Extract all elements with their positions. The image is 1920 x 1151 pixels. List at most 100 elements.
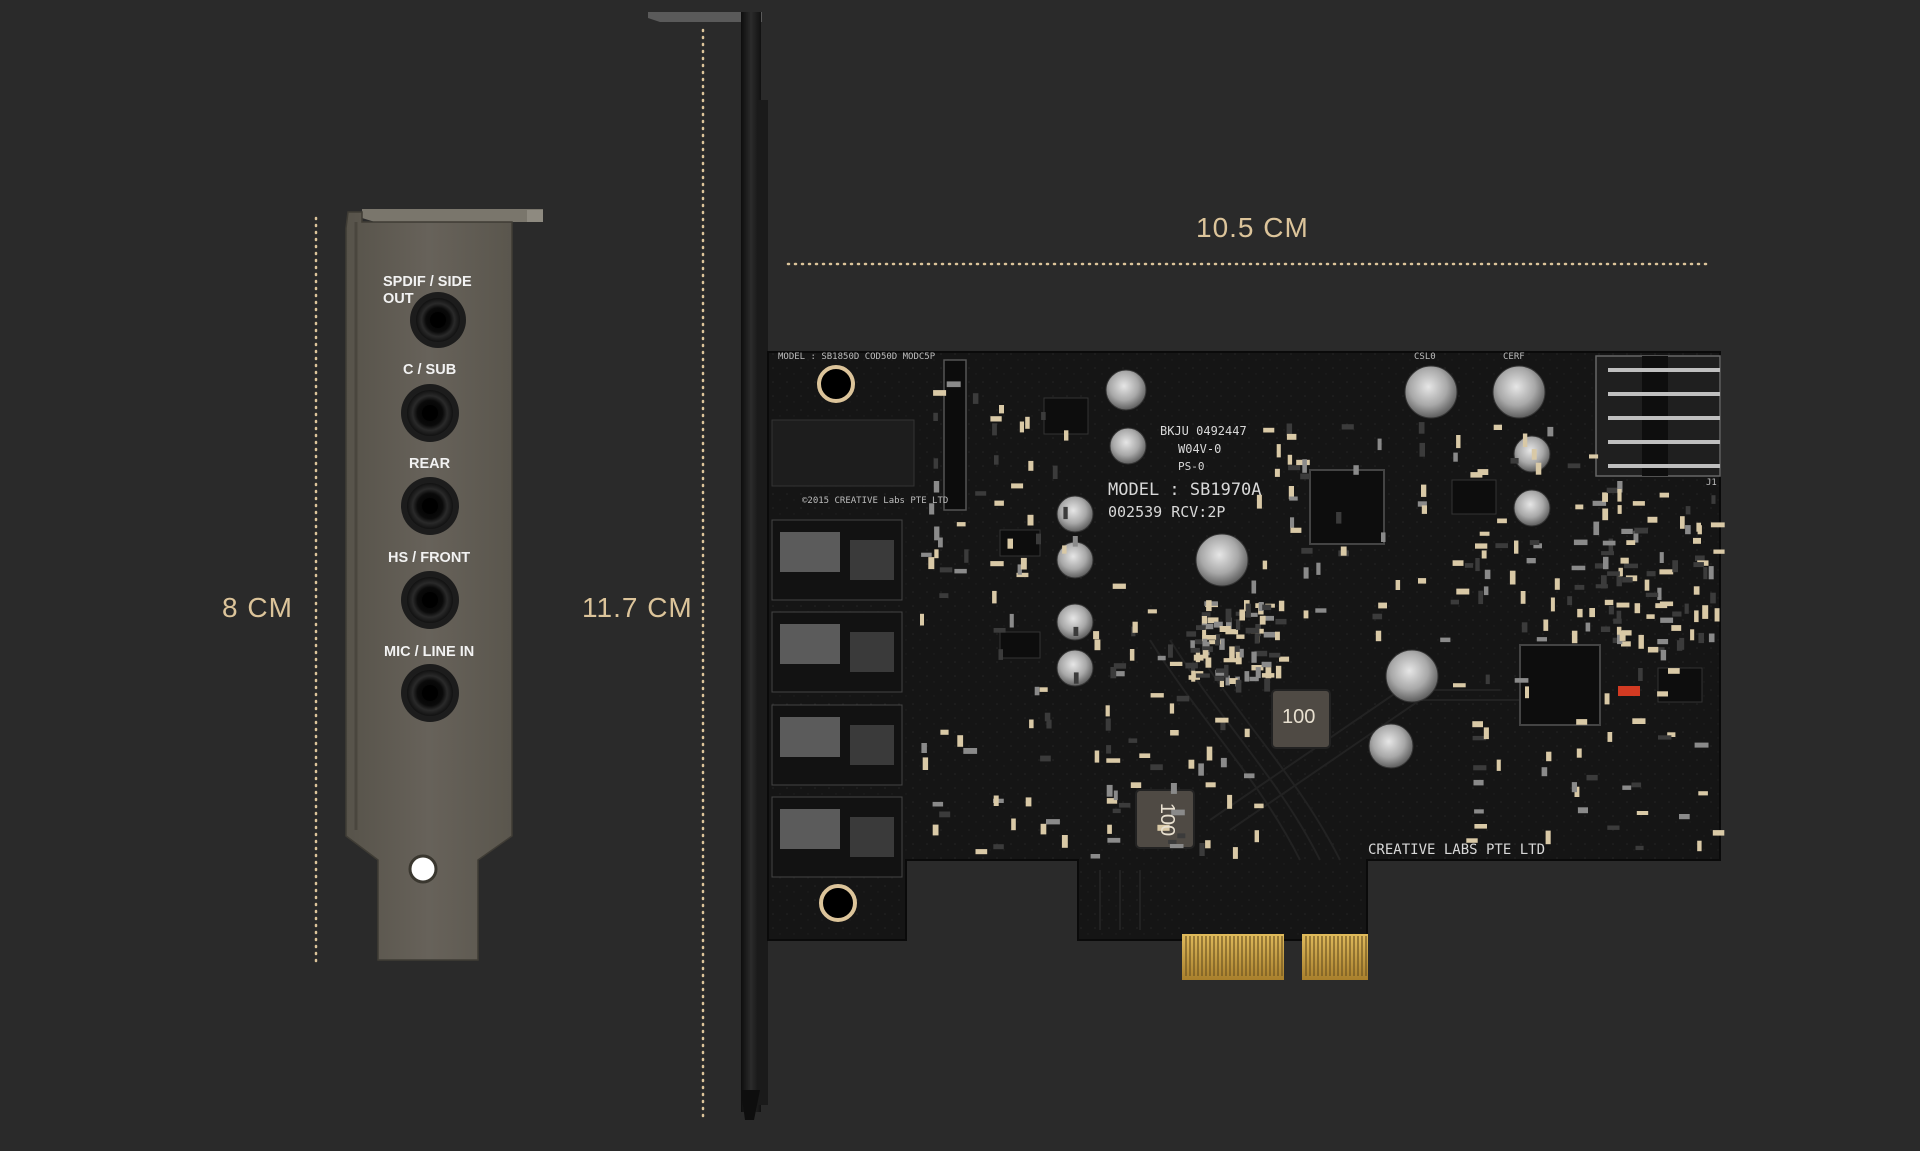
smd-part	[1593, 521, 1600, 536]
smd-part	[1275, 631, 1280, 641]
smd-part	[993, 844, 1004, 850]
smd-part	[1456, 588, 1470, 595]
smd-part	[1025, 797, 1032, 807]
smd-part	[1011, 818, 1016, 831]
smd-part	[1073, 672, 1079, 684]
smd-part	[1168, 644, 1173, 658]
smd-part	[1301, 547, 1313, 554]
smd-part	[1395, 580, 1401, 590]
port-label-c-sub: C / SUB	[403, 362, 457, 378]
smd-part	[1249, 676, 1259, 682]
smd-part	[1106, 784, 1113, 797]
smd-part	[1577, 807, 1588, 814]
smd-part	[1646, 571, 1656, 577]
smd-part	[1536, 637, 1547, 642]
smd-part	[1229, 646, 1235, 659]
smd-part	[1009, 613, 1014, 628]
port-label-rear: REAR	[409, 456, 451, 472]
smd-part	[1601, 575, 1607, 589]
smd-part	[1483, 586, 1489, 596]
smd-part	[1169, 661, 1183, 666]
smd-part	[1274, 468, 1280, 477]
smd-part	[975, 491, 987, 496]
smd-part	[1456, 435, 1461, 449]
smd-part	[1289, 496, 1298, 501]
pcb-cert-line-1: BKJU 0492447	[1160, 424, 1247, 438]
smd-part	[1110, 667, 1117, 679]
smd-part	[1657, 691, 1668, 697]
smd-part	[1090, 854, 1101, 859]
smd-part	[1602, 540, 1616, 546]
smd-part	[1244, 728, 1250, 738]
smd-part	[929, 503, 935, 515]
smd-part	[1214, 676, 1225, 681]
smd-part	[1353, 465, 1359, 475]
smd-part	[1602, 492, 1608, 502]
smd-part	[1533, 543, 1542, 549]
smd-part	[1256, 494, 1262, 509]
smd-part	[1106, 798, 1118, 804]
smd-part	[933, 481, 940, 493]
smd-part	[1646, 614, 1655, 619]
smd-part	[1604, 599, 1614, 606]
smd-part	[1225, 608, 1232, 623]
smd-part	[1201, 612, 1211, 617]
smd-part	[1219, 626, 1231, 632]
smd-part	[1199, 843, 1205, 856]
smd-part	[1286, 433, 1297, 440]
smd-part	[932, 824, 939, 836]
smd-part	[1647, 646, 1659, 653]
smd-part	[1478, 590, 1484, 605]
smd-part	[1020, 557, 1027, 570]
smd-part	[1254, 830, 1259, 843]
smd-part	[1094, 639, 1101, 651]
smd-part	[1711, 495, 1716, 504]
smd-part	[1007, 538, 1013, 549]
pcb-board	[767, 351, 1725, 980]
smd-part	[1603, 556, 1609, 570]
smd-part	[1093, 631, 1100, 640]
smd-part	[1520, 591, 1526, 604]
mount-ring-bottom-icon	[819, 884, 857, 922]
smd-part	[1616, 573, 1622, 587]
smd-part	[1477, 469, 1489, 475]
smd-part	[964, 549, 969, 563]
pcb-cap-label-cerf: CERF	[1503, 352, 1525, 362]
smd-part	[1190, 640, 1195, 649]
smd-part	[1381, 532, 1386, 542]
smd-part	[1616, 602, 1630, 608]
smd-part	[1251, 580, 1257, 594]
smd-part	[1607, 571, 1620, 576]
smd-part	[928, 557, 935, 570]
smd-part	[1105, 718, 1111, 731]
smd-part	[933, 412, 938, 421]
smd-part	[1495, 543, 1508, 549]
smd-part	[1205, 657, 1212, 668]
smd-part	[1041, 412, 1046, 420]
smd-part	[1622, 785, 1632, 790]
smd-part	[946, 381, 961, 388]
smd-part	[1668, 668, 1680, 674]
smd-part	[1336, 512, 1342, 524]
smd-part	[1585, 622, 1591, 632]
smd-part	[1225, 629, 1239, 635]
smd-part	[1696, 522, 1701, 532]
jack-spdif-icon	[410, 292, 466, 348]
smd-part	[1602, 508, 1609, 521]
smd-part	[1635, 845, 1644, 851]
smd-part	[1624, 563, 1638, 569]
smd-part	[1607, 825, 1620, 830]
smd-part	[954, 568, 967, 574]
smd-part	[1421, 484, 1427, 497]
smd-part	[1132, 621, 1138, 633]
smd-part	[1202, 650, 1209, 659]
smd-part	[1586, 774, 1598, 781]
smd-part	[1644, 579, 1650, 591]
smd-part	[1244, 773, 1255, 779]
smd-part	[1647, 516, 1658, 523]
smd-part	[1171, 809, 1185, 816]
smd-part	[1113, 663, 1127, 669]
smd-part	[1201, 616, 1207, 627]
smd-part	[1466, 838, 1478, 843]
smd-part	[1113, 790, 1118, 801]
